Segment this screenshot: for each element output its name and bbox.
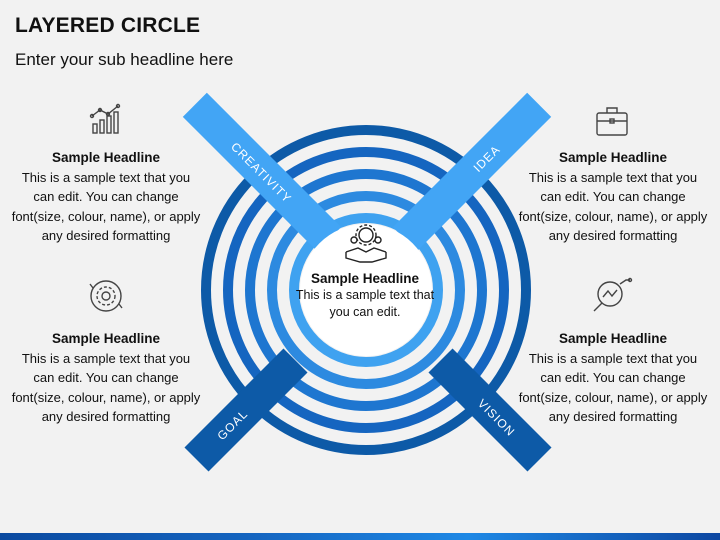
bar-vision: VISION — [428, 348, 552, 472]
center-headline: Sample Headline — [310, 271, 420, 286]
center-body: This is a sample text that you can edit. — [295, 288, 435, 319]
handshake-team-icon — [345, 224, 387, 263]
growth-chart-icon — [89, 103, 121, 134]
bar-idea: IDEA — [392, 92, 552, 252]
ring-3 — [245, 169, 487, 411]
bar-creativity: CREATIVITY — [182, 92, 342, 252]
text-block-bottom-left: Sample Headline This is a sample text th… — [11, 329, 201, 427]
block-headline: Sample Headline — [558, 150, 668, 165]
page-title: LAYERED CIRCLE — [15, 14, 201, 37]
briefcase-icon — [596, 107, 628, 136]
text-block-top-right: Sample Headline This is a sample text th… — [518, 148, 708, 246]
ring-inner — [289, 213, 443, 367]
block-body: This is a sample text that you can edit.… — [518, 350, 708, 425]
ring-4 — [267, 191, 465, 389]
block-headline: Sample Headline — [558, 331, 668, 346]
block-body: This is a sample text that you can edit.… — [11, 350, 201, 425]
analytics-magnifier-icon — [593, 277, 633, 312]
block-body: This is a sample text that you can edit.… — [518, 169, 708, 244]
block-body: This is a sample text that you can edit.… — [11, 169, 201, 244]
footer-bar — [0, 533, 720, 540]
block-headline: Sample Headline — [51, 150, 161, 165]
center-text: Sample Headline This is a sample text th… — [295, 270, 435, 321]
center-disc — [300, 224, 432, 356]
text-block-bottom-right: Sample Headline This is a sample text th… — [518, 329, 708, 427]
ring-outer — [201, 125, 531, 455]
block-headline: Sample Headline — [51, 331, 161, 346]
text-block-top-left: Sample Headline This is a sample text th… — [11, 148, 201, 246]
ring-2 — [223, 147, 509, 433]
page-subtitle: Enter your sub headline here — [15, 50, 234, 69]
gear-cycle-icon — [89, 280, 123, 312]
